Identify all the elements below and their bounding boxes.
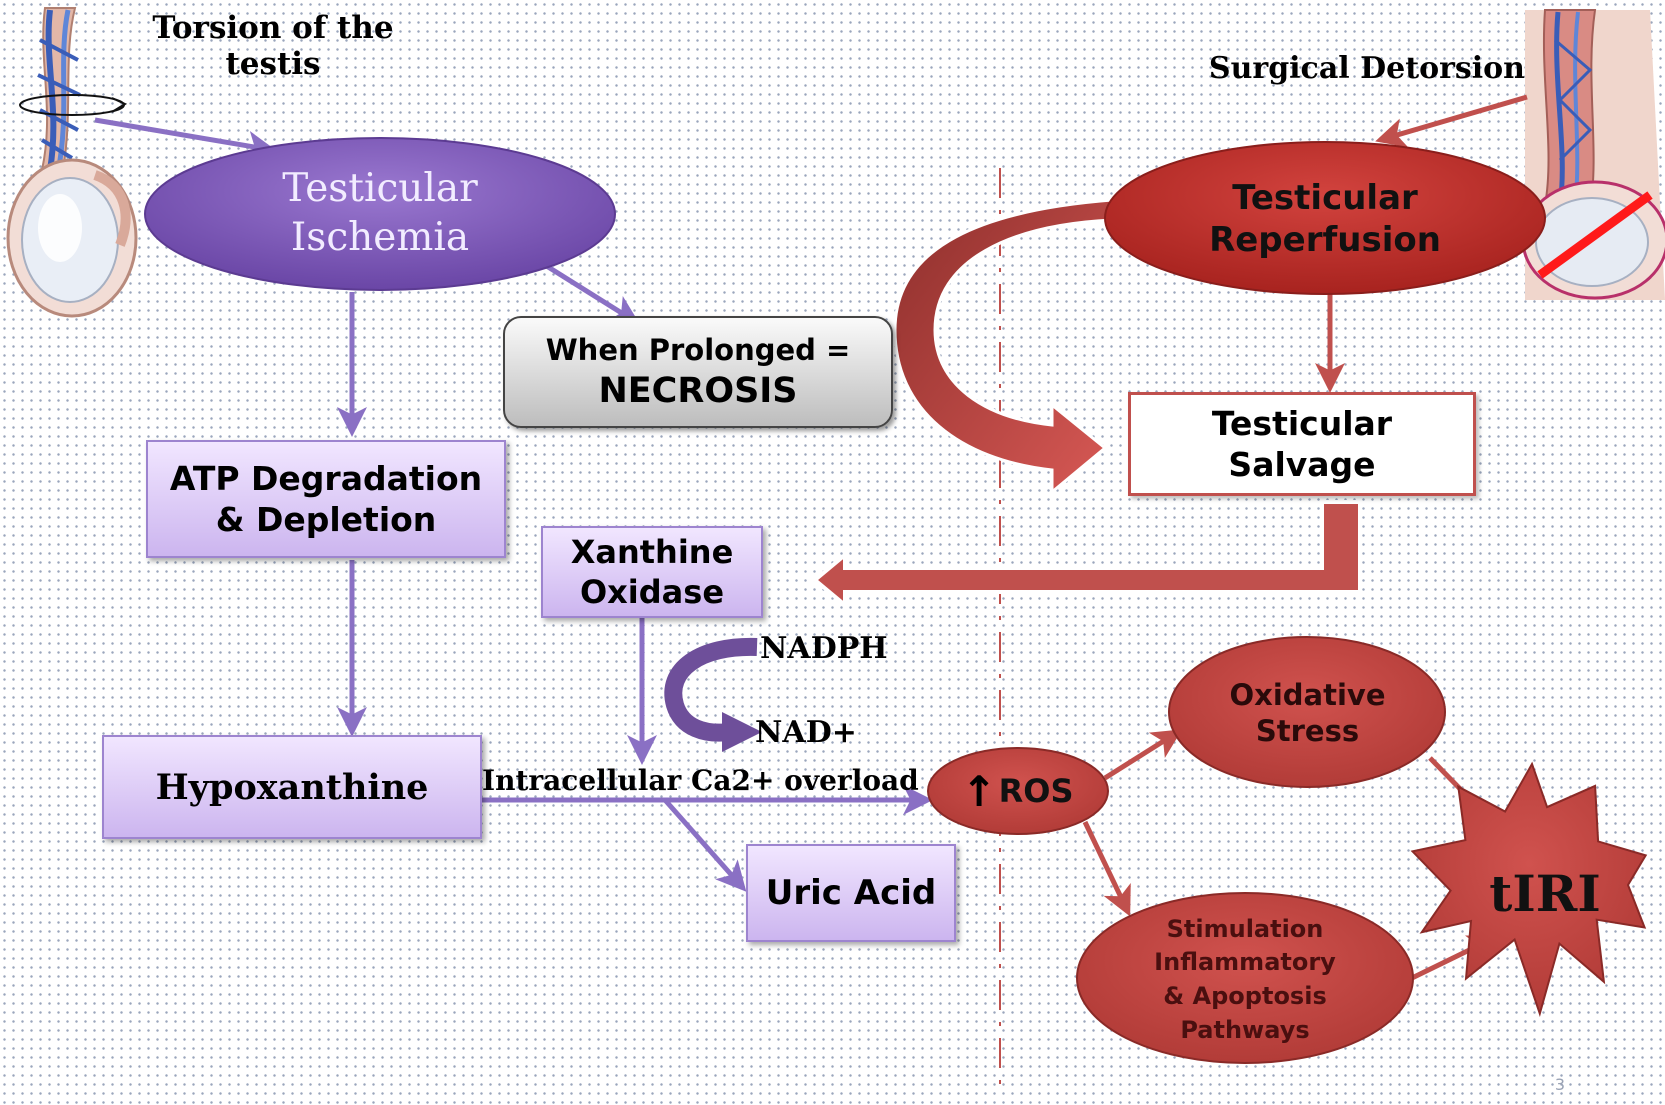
arrow-ischemia-to-necrosis bbox=[543, 262, 641, 325]
ischemia-node bbox=[144, 137, 616, 291]
reperfusion-to-salvage-curved-arrow bbox=[893, 198, 1114, 496]
nad-label: NAD+ bbox=[755, 714, 857, 750]
reperfusion-label: Testicular Reperfusion bbox=[1209, 177, 1441, 261]
arrow-to-uric-acid bbox=[663, 798, 747, 892]
hypoxanthine-label: Hypoxanthine bbox=[155, 766, 429, 808]
reperfusion-node bbox=[1104, 141, 1546, 295]
necrosis-prefix: When Prolonged = bbox=[545, 333, 851, 367]
oxidative-stress-label: Oxidative Stress bbox=[1229, 677, 1386, 748]
detorsion-label: Surgical Detorsion bbox=[1208, 50, 1525, 86]
ros-node bbox=[927, 747, 1109, 835]
twisted-testis-illustration bbox=[6, 7, 138, 318]
tiri-starburst bbox=[1410, 761, 1648, 1017]
uric-acid-label: Uric Acid bbox=[765, 873, 937, 913]
torsion-label: Torsion of the testis bbox=[152, 10, 394, 82]
calcium-overload-label: Intracellular Ca2+ overload bbox=[482, 763, 919, 797]
detorsed-testis-illustration bbox=[1521, 9, 1665, 300]
salvage-to-xanthine-elbow-arrow bbox=[811, 500, 1362, 610]
hypoxanthine-box: Hypoxanthine bbox=[102, 735, 482, 839]
purple-arrows bbox=[94, 117, 933, 892]
atp-box: ATP Degradation & Depletion bbox=[146, 440, 506, 558]
ros-label: ↑ ROS bbox=[935, 762, 1100, 820]
page-number: 3 bbox=[1554, 1074, 1566, 1094]
arrow-detorsion-to-reperfusion bbox=[1375, 94, 1528, 148]
ros-text: ROS bbox=[998, 772, 1074, 810]
stimulation-node bbox=[1076, 892, 1414, 1064]
uric-acid-box: Uric Acid bbox=[746, 844, 956, 942]
salvage-box: Testicular Salvage bbox=[1128, 392, 1476, 496]
arrow-ros-to-stimulation bbox=[1082, 820, 1131, 917]
ischemia-label: Testicular Ischemia bbox=[282, 166, 478, 260]
increase-arrow-icon: ↑ bbox=[961, 766, 997, 816]
arrow-torsion-to-ischemia bbox=[94, 117, 277, 161]
nadph-nad-curved-arrow bbox=[664, 637, 762, 752]
necrosis-box: When Prolonged = NECROSIS bbox=[503, 316, 893, 428]
necrosis-text: NECROSIS bbox=[598, 371, 798, 411]
tiri-label: tIRI bbox=[1489, 863, 1601, 923]
oxidative-stress-node bbox=[1168, 636, 1446, 788]
stimulation-label: Stimulation Inflammatory & Apoptosis Pat… bbox=[1154, 914, 1336, 1044]
xanthine-oxidase-box: Xanthine Oxidase bbox=[541, 526, 763, 618]
arrow-ros-to-oxidative bbox=[1103, 729, 1183, 781]
nadph-label: NADPH bbox=[760, 630, 888, 666]
